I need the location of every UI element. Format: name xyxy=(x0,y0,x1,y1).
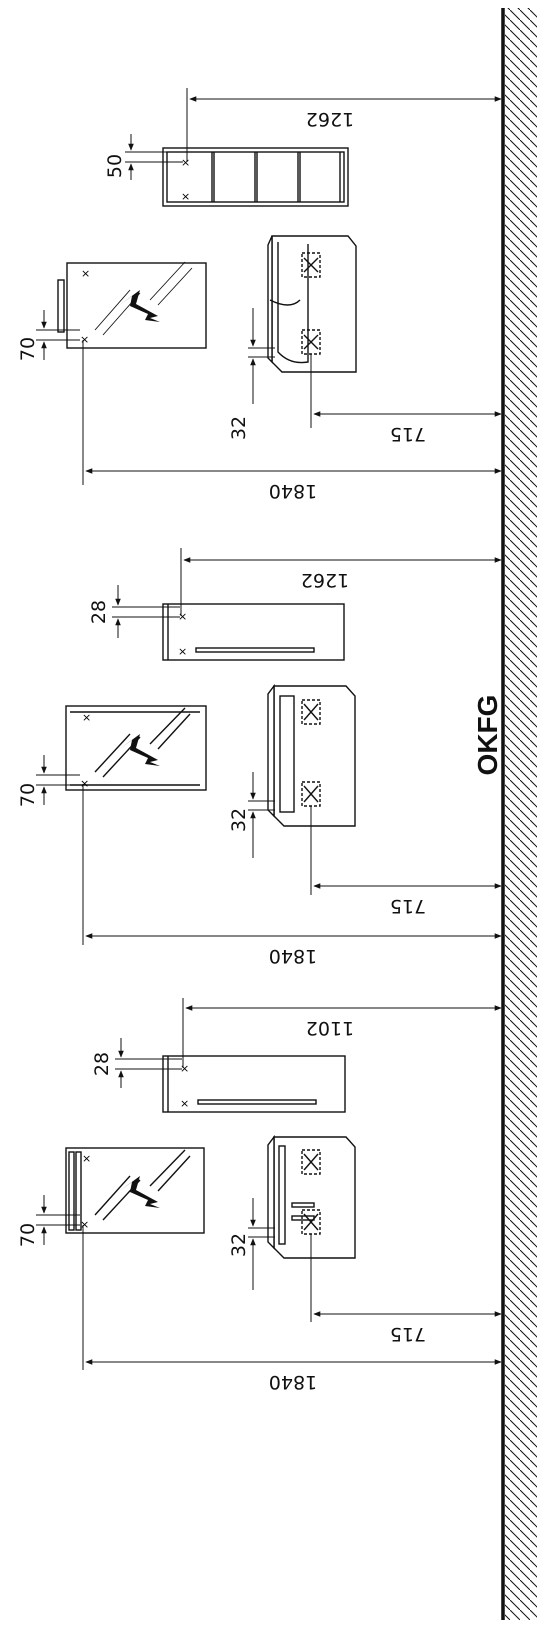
mount-point-icon: × xyxy=(82,711,91,724)
dimension-label: 1840 xyxy=(269,480,317,502)
wall-cabinet-shelves xyxy=(162,147,349,207)
mirror xyxy=(57,261,207,349)
offset-dimension xyxy=(36,755,80,805)
vanity-unit xyxy=(267,1134,356,1259)
vanity-unit xyxy=(267,235,357,373)
mount-point-icon: × xyxy=(81,267,90,280)
mount-point-icon: × xyxy=(178,610,187,623)
dimension-label: 70 xyxy=(17,783,39,807)
dimension-label: 715 xyxy=(390,895,426,917)
mount-point-icon: × xyxy=(180,1097,189,1110)
mount-point-icon: × xyxy=(181,156,190,169)
offset-dimension xyxy=(248,308,275,404)
wall-cabinet xyxy=(162,603,345,661)
floor-label: OKFG xyxy=(472,695,503,776)
mount-point-icon: × xyxy=(181,190,190,203)
offset-dimension xyxy=(115,1038,182,1088)
mount-point-icon: × xyxy=(80,333,89,346)
floor-hatching xyxy=(505,8,537,1620)
dimension-label: 32 xyxy=(228,808,250,832)
mount-point-icon: × xyxy=(80,777,89,790)
group-lower: × × 1102 28 × × 1840 xyxy=(17,998,502,1393)
offset-dimension xyxy=(248,772,275,858)
vanity-unit xyxy=(267,683,356,827)
offset-dimension xyxy=(112,585,180,638)
dimension-label: 50 xyxy=(104,154,126,178)
dimension-label: 28 xyxy=(88,600,110,624)
mount-point-icon: × xyxy=(180,1062,189,1075)
floor xyxy=(501,8,537,1620)
dimension-label: 1840 xyxy=(269,1371,317,1393)
mirror xyxy=(65,1147,205,1234)
mount-point-icon: × xyxy=(80,1218,89,1231)
offset-dimension xyxy=(36,1195,80,1245)
group-middle: × × 1262 28 × × 1840 xyxy=(17,548,502,967)
dimension-label: 28 xyxy=(91,1052,113,1076)
dimension-label: 1840 xyxy=(269,945,317,967)
dimension-label: 32 xyxy=(228,1233,250,1257)
mirror xyxy=(65,705,207,791)
dimension-label: 715 xyxy=(390,423,426,445)
offset-dimension xyxy=(125,134,183,180)
dimension-label: 70 xyxy=(17,1223,39,1247)
mount-point-icon: × xyxy=(178,645,187,658)
mount-point-icon: × xyxy=(82,1152,91,1165)
group-upper: × × 1262 50 × × 1840 xyxy=(17,88,502,502)
offset-dimension xyxy=(36,310,80,360)
dimension-label: 70 xyxy=(17,337,39,361)
wall-cabinet xyxy=(162,1055,346,1113)
dimension-label: 1262 xyxy=(301,569,349,591)
offset-dimension xyxy=(248,1198,275,1290)
dimension-label: 32 xyxy=(228,416,250,440)
dimension-label: 1262 xyxy=(306,108,354,130)
dimension-label: 1102 xyxy=(306,1017,354,1039)
dimension-label: 715 xyxy=(390,1323,426,1345)
